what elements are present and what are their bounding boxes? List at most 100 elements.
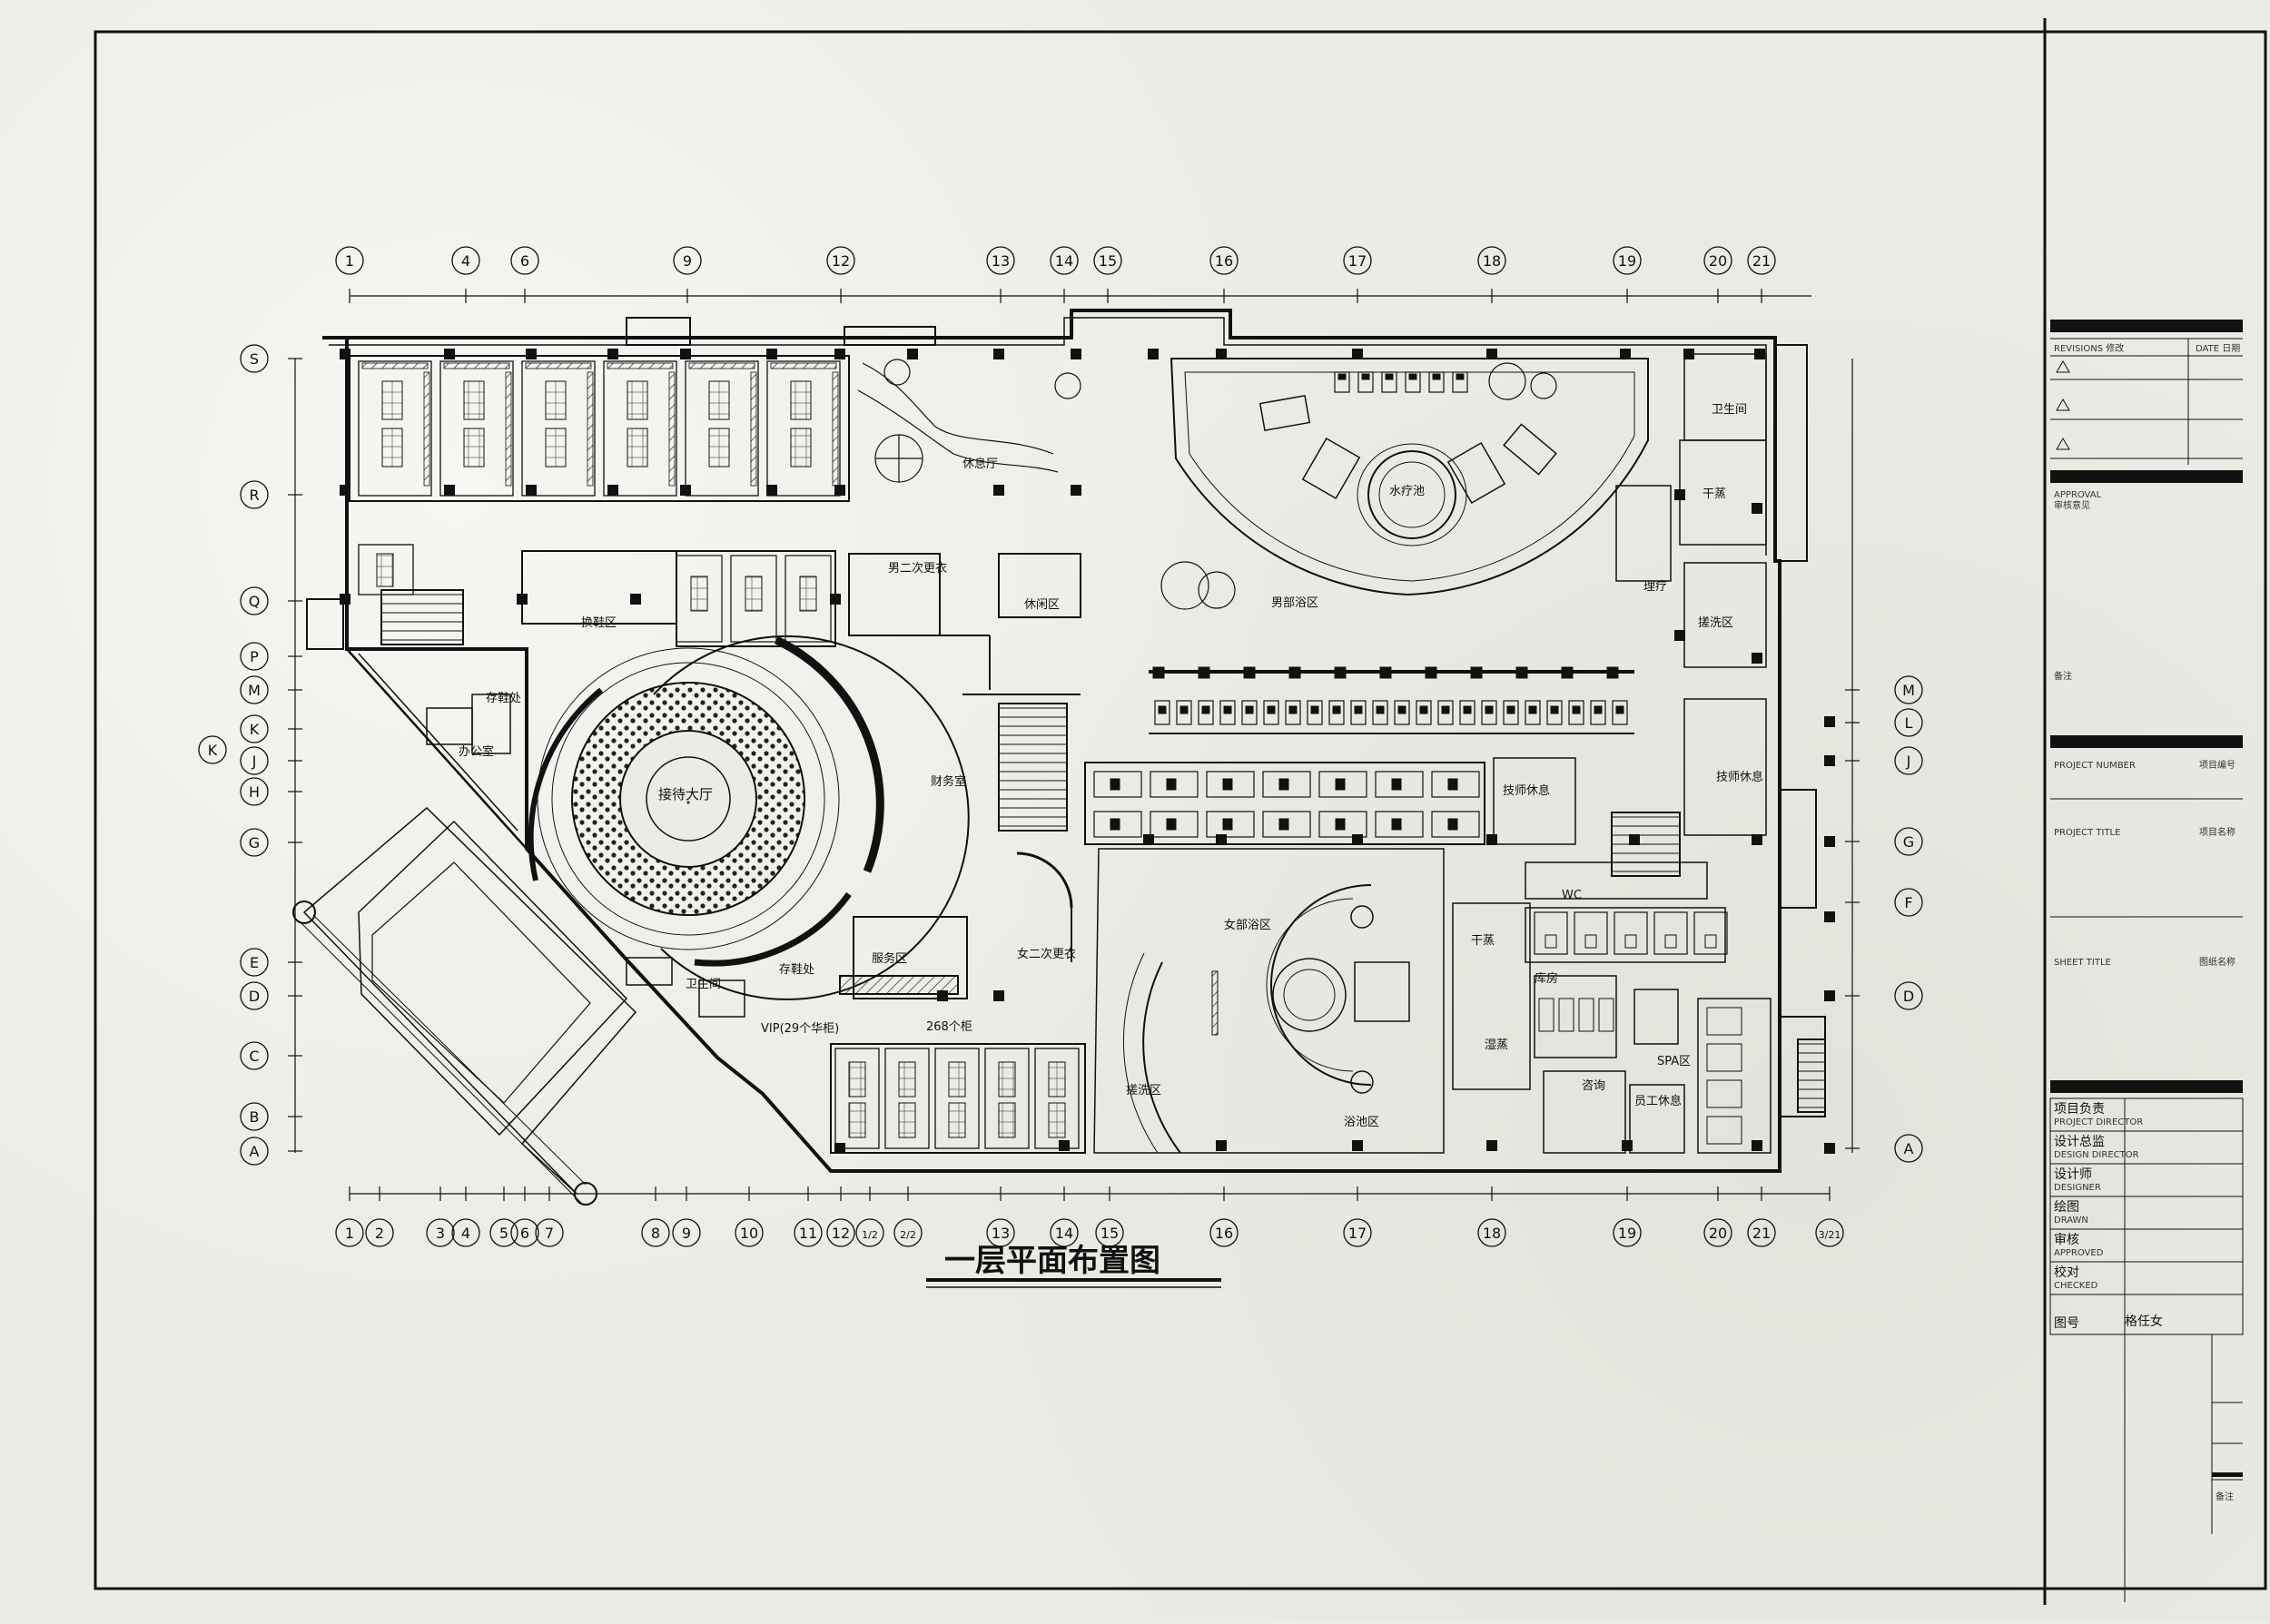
label-shoe-storage-2: 存鞋处 — [779, 962, 814, 977]
grid-bubble-bottom: 18 — [1477, 1218, 1506, 1247]
grid-bubble-top: 17 — [1343, 246, 1372, 275]
garden-landscape — [857, 359, 1557, 610]
svg-text:2: 2 — [375, 1225, 384, 1242]
label-office: 办公室 — [459, 744, 494, 759]
svg-text:13: 13 — [992, 1225, 1010, 1242]
grid-bubble-top: 20 — [1703, 246, 1732, 275]
label-staff-rest: 员工休息 — [1634, 1094, 1682, 1108]
label-male-second-changing: 男二次更衣 — [888, 561, 947, 576]
title-block-row-sublabel: DRAWN — [2054, 1216, 2088, 1225]
svg-text:C: C — [249, 1048, 259, 1065]
svg-text:18: 18 — [1483, 252, 1501, 270]
title-block-row-label: 审核 — [2054, 1233, 2079, 1247]
label-dry-sauna-2: 干蒸 — [1702, 487, 1726, 501]
svg-text:R: R — [249, 487, 259, 504]
reception-hall — [528, 635, 970, 1000]
title-block-row-sublabel: PROJECT DIRECTOR — [2054, 1117, 2143, 1127]
grid-bubble-bottom: 3 — [426, 1218, 455, 1247]
grid-bubble-left: H — [240, 777, 269, 806]
svg-text:Q: Q — [249, 593, 261, 610]
grid-bubble-right: A — [1894, 1134, 1923, 1163]
grid-bubble-left: M — [240, 675, 269, 704]
label-reception-hall: 接待大厅 — [658, 786, 713, 802]
svg-text:7: 7 — [545, 1225, 554, 1242]
grid-bubble-bottom: 2/2 — [893, 1218, 923, 1247]
svg-text:A: A — [250, 1143, 260, 1160]
svg-text:4: 4 — [461, 252, 470, 270]
title-block-row-label: 设计师 — [2054, 1167, 2092, 1182]
cubicles — [1534, 911, 1742, 1145]
grid-bubble-top: 1 — [335, 246, 364, 275]
title-block-row-label: 绘图 — [2054, 1200, 2079, 1215]
revision-triangle-icon — [2056, 438, 2070, 450]
svg-text:18: 18 — [1483, 1225, 1501, 1242]
grid-bubble-left: S — [240, 344, 269, 373]
svg-text:20: 20 — [1709, 1225, 1727, 1242]
label-shoe-change: 换鞋区 — [581, 615, 617, 630]
title-block: REVISIONS 修改 DATE 日期 APPROVAL 审核意见 备注 PR… — [2049, 320, 2244, 1602]
sheet-title-cn: 图纸名称 — [2199, 956, 2235, 968]
grid-bubble-left: Q — [240, 586, 269, 615]
svg-text:3/21: 3/21 — [1819, 1229, 1841, 1241]
svg-text:12: 12 — [832, 1225, 850, 1242]
label-268-lockers: 268个柜 — [926, 1020, 972, 1034]
grid-bubble-left: A — [240, 1137, 269, 1166]
grid-bubble-left: C — [240, 1041, 269, 1070]
interior-walls — [426, 550, 1081, 1018]
svg-text:21: 21 — [1752, 252, 1771, 270]
grid-bubble-top: 21 — [1747, 246, 1776, 275]
grid-bubble-bottom: 15 — [1095, 1218, 1124, 1247]
svg-text:14: 14 — [1055, 252, 1073, 270]
svg-text:D: D — [249, 988, 260, 1005]
label-female-second-changing: 女二次更衣 — [1017, 947, 1076, 961]
grid-bubble-bottom: 9 — [672, 1218, 701, 1247]
grid-bubble-bottom: 1 — [335, 1218, 364, 1247]
grid-bubble-bottom: 6 — [510, 1218, 539, 1247]
label-rest-area: 休闲区 — [1024, 598, 1060, 612]
label-wash-room: 浴池区 — [1344, 1116, 1379, 1129]
locker-block-top-left — [349, 355, 850, 643]
grid-bubble-right: D — [1894, 981, 1923, 1010]
svg-text:M: M — [248, 682, 261, 699]
date-label: DATE 日期 — [2196, 343, 2240, 354]
grid-bubble-bottom: 12 — [826, 1218, 855, 1247]
svg-text:F: F — [1904, 894, 1912, 911]
svg-text:H: H — [249, 783, 260, 801]
svg-text:P: P — [250, 648, 259, 665]
svg-text:1: 1 — [345, 252, 354, 270]
scale-label: 格任女 — [2125, 1314, 2163, 1329]
grid-bubble-bottom: 7 — [535, 1218, 564, 1247]
grid-bubble-bottom: 5 — [489, 1218, 518, 1247]
locker-block-bottom — [830, 1043, 1086, 1154]
grid-bubble-top: 18 — [1477, 246, 1506, 275]
label-wash-area: 搓洗区 — [1126, 1083, 1161, 1097]
title-block-row-sublabel: DESIGNER — [2054, 1183, 2101, 1193]
male-bath-pool-area — [1170, 358, 1649, 596]
svg-text:20: 20 — [1709, 252, 1727, 270]
svg-text:10: 10 — [740, 1225, 758, 1242]
svg-text:9: 9 — [683, 252, 692, 270]
svg-text:19: 19 — [1618, 252, 1636, 270]
grid-bubble-right: J — [1894, 746, 1923, 775]
title-block-row-sublabel: APPROVED — [2054, 1248, 2104, 1258]
approval-label: APPROVAL — [2054, 490, 2102, 500]
notes-label: 备注 — [2054, 670, 2072, 682]
label-lounge: 休息厅 — [962, 457, 998, 471]
svg-text:5: 5 — [499, 1225, 508, 1242]
svg-text:K: K — [208, 742, 218, 759]
grid-bubble-bottom: 13 — [986, 1218, 1015, 1247]
title-block-row-label: 项目负责 — [2054, 1102, 2105, 1117]
svg-text:14: 14 — [1055, 1225, 1073, 1242]
svg-text:2/2: 2/2 — [900, 1229, 916, 1241]
svg-text:M: M — [1902, 682, 1915, 699]
svg-text:E: E — [250, 954, 259, 971]
approval-sub-label: 审核意见 — [2054, 499, 2090, 511]
title-block-row-label: 校对 — [2054, 1265, 2079, 1280]
grid-bubble-left: B — [240, 1102, 269, 1131]
grid-bubble-top: 4 — [451, 246, 480, 275]
svg-text:21: 21 — [1752, 1225, 1771, 1242]
grid-bubble-top: 6 — [510, 246, 539, 275]
svg-text:19: 19 — [1618, 1225, 1636, 1242]
